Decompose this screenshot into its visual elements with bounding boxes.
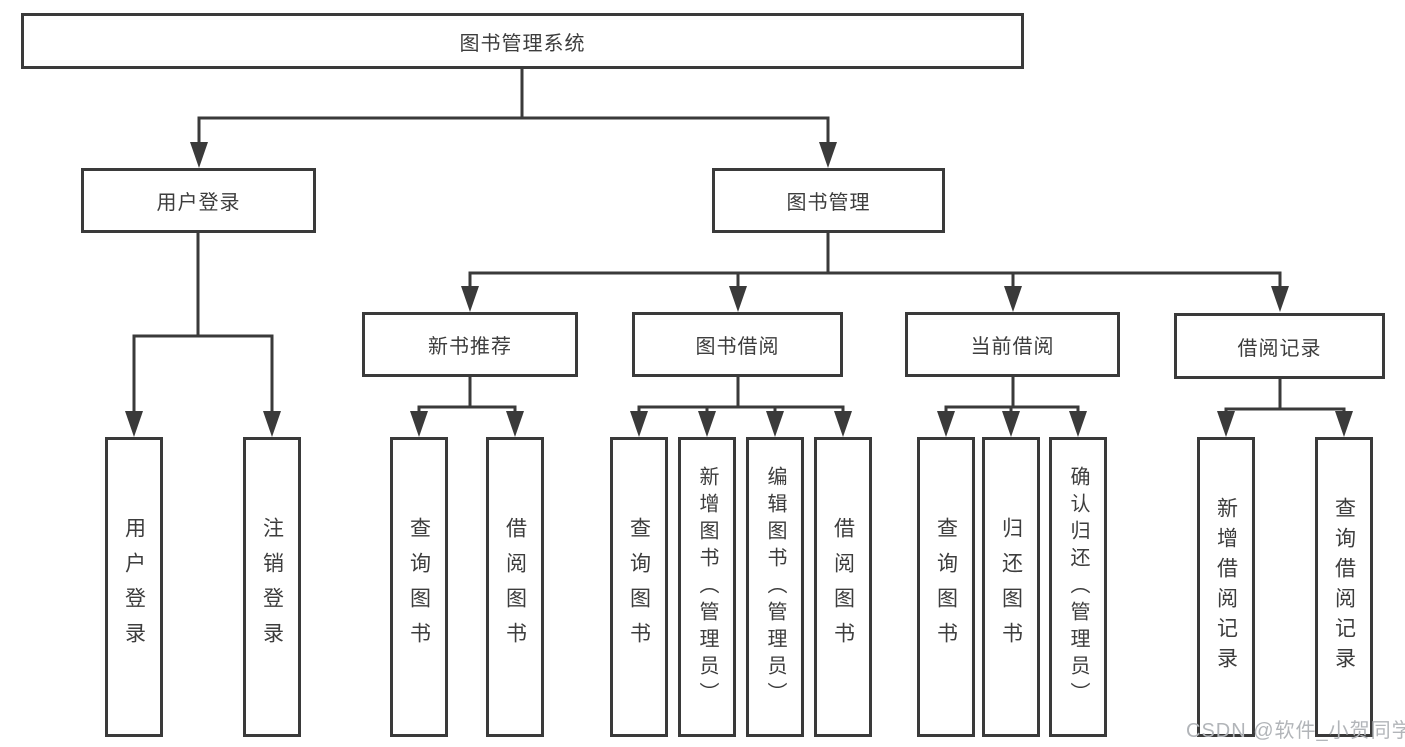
arrowheads bbox=[125, 142, 1353, 437]
node-book-borrowing: 图书借阅 bbox=[632, 312, 843, 377]
node-user-login: 用户登录 bbox=[81, 168, 316, 233]
leaf-nbr-borrow-books-label: 借阅图书 bbox=[503, 517, 527, 657]
leaf-bb-edit-books-admin-label: 编辑图书（管理员） bbox=[764, 465, 786, 709]
csdn-watermark: CSDN @软件_小贺同学 bbox=[1186, 720, 1405, 742]
node-current-borrowing: 当前借阅 bbox=[905, 312, 1120, 377]
node-new-book-recommend: 新书推荐 bbox=[362, 312, 578, 377]
leaf-bb-query-books: 查询图书 bbox=[610, 437, 668, 737]
leaf-nbr-query-books-label: 查询图书 bbox=[407, 517, 431, 657]
leaf-bb-borrow-books: 借阅图书 bbox=[814, 437, 872, 737]
node-borrowing-records: 借阅记录 bbox=[1174, 313, 1385, 379]
leaf-br-add-record: 新增借阅记录 bbox=[1197, 437, 1255, 737]
leaf-nbr-borrow-books: 借阅图书 bbox=[486, 437, 544, 737]
leaf-cb-confirm-return-admin: 确认归还（管理员） bbox=[1049, 437, 1107, 737]
leaf-br-query-record-label: 查询借阅记录 bbox=[1332, 497, 1356, 677]
node-root: 图书管理系统 bbox=[21, 13, 1024, 69]
leaf-user-login: 用户登录 bbox=[105, 437, 163, 737]
leaf-cb-query-books: 查询图书 bbox=[917, 437, 975, 737]
node-root-label: 图书管理系统 bbox=[459, 32, 586, 55]
leaf-user-login-label: 用户登录 bbox=[122, 517, 146, 657]
leaf-bb-query-books-label: 查询图书 bbox=[627, 517, 651, 657]
node-book-borrowing-label: 图书借阅 bbox=[695, 336, 780, 358]
node-book-management-label: 图书管理 bbox=[786, 192, 871, 214]
leaf-bb-add-books-admin-label: 新增图书（管理员） bbox=[696, 465, 718, 709]
node-book-management: 图书管理 bbox=[712, 168, 945, 233]
node-user-login-label: 用户登录 bbox=[156, 192, 241, 214]
leaf-cb-confirm-return-admin-label: 确认归还（管理员） bbox=[1067, 465, 1089, 709]
node-new-book-recommend-label: 新书推荐 bbox=[428, 336, 512, 358]
leaf-cb-query-books-label: 查询图书 bbox=[934, 517, 958, 657]
node-borrowing-records-label: 借阅记录 bbox=[1237, 337, 1322, 360]
leaf-cb-return-books: 归还图书 bbox=[982, 437, 1040, 737]
node-current-borrowing-label: 当前借阅 bbox=[970, 336, 1055, 358]
leaf-bb-add-books-admin: 新增图书（管理员） bbox=[678, 437, 736, 737]
leaf-logout: 注销登录 bbox=[243, 437, 301, 737]
leaf-bb-borrow-books-label: 借阅图书 bbox=[831, 517, 855, 657]
leaf-br-add-record-label: 新增借阅记录 bbox=[1214, 497, 1238, 677]
leaf-bb-edit-books-admin: 编辑图书（管理员） bbox=[746, 437, 804, 737]
leaf-nbr-query-books: 查询图书 bbox=[390, 437, 448, 737]
leaf-cb-return-books-label: 归还图书 bbox=[999, 517, 1023, 657]
leaf-br-query-record: 查询借阅记录 bbox=[1315, 437, 1373, 737]
leaf-logout-label: 注销登录 bbox=[260, 517, 284, 657]
